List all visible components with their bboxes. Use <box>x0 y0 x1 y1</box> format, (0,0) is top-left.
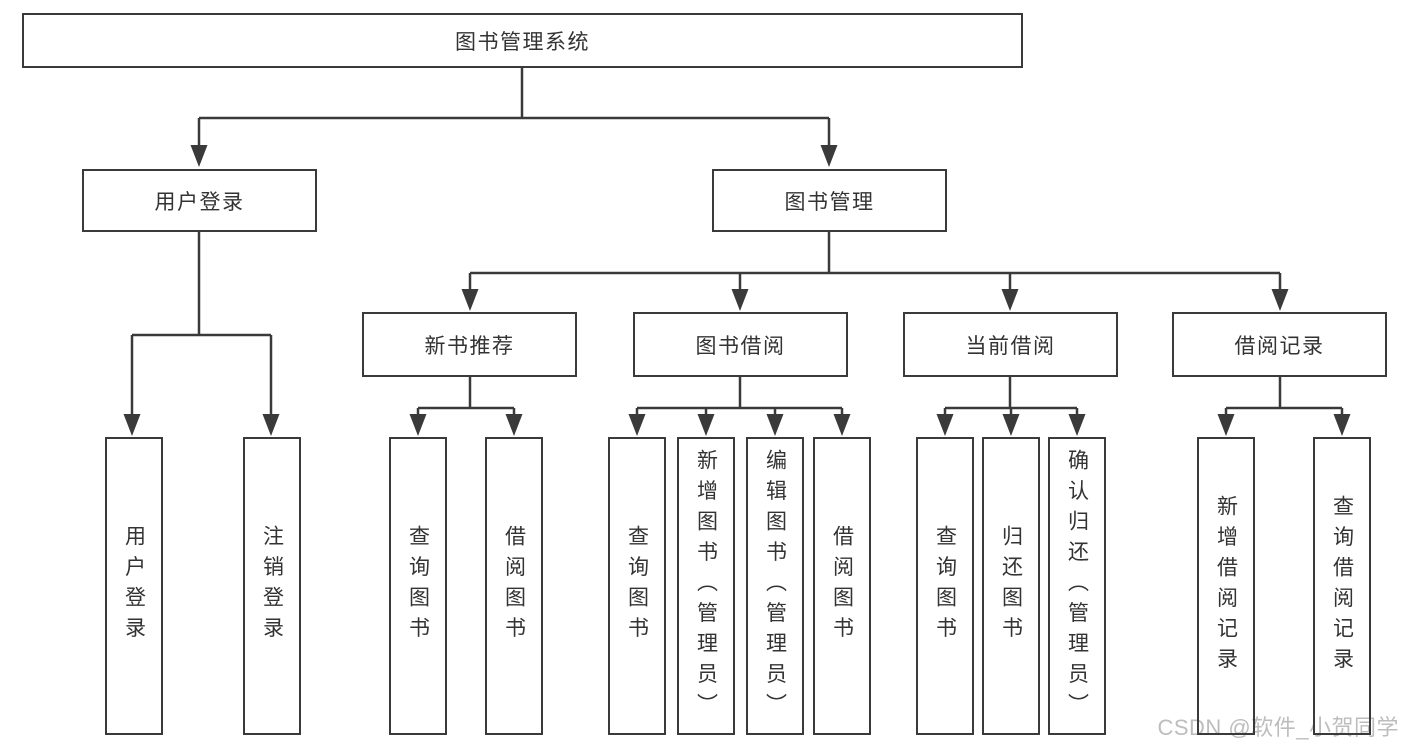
arrowhead <box>766 414 784 436</box>
leaf-return-books: 归还图书 <box>982 437 1040 735</box>
leaf-logout: 注销登录 <box>243 437 301 735</box>
leaf-user-login: 用户登录 <box>105 437 163 735</box>
arrowhead <box>1002 414 1020 436</box>
csdn-watermark: CSDN @软件_小贺同学 <box>1157 715 1399 740</box>
leaf-add-borrowing-record: 新增借阅记录 <box>1197 437 1255 735</box>
leaf-query-books-current: 查询图书 <box>916 437 974 735</box>
node-library-management-system: 图书管理系统 <box>22 13 1023 68</box>
arrowhead <box>731 289 749 311</box>
arrowhead <box>123 414 141 436</box>
leaf-query-borrowing-record: 查询借阅记录 <box>1313 437 1371 735</box>
arrowhead <box>1217 414 1235 436</box>
leaf-confirm-return-admin: 确认归还（管理员） <box>1048 437 1106 735</box>
arrowhead <box>936 414 954 436</box>
leaf-add-book-admin: 新增图书（管理员） <box>677 437 735 735</box>
node-book-borrowing: 图书借阅 <box>633 312 848 377</box>
arrowhead <box>820 145 838 167</box>
arrowhead <box>1001 289 1019 311</box>
leaf-borrow-books: 借阅图书 <box>813 437 871 735</box>
node-new-book-recommendation: 新书推荐 <box>362 312 577 377</box>
node-book-management: 图书管理 <box>712 169 947 232</box>
leaf-borrow-books-recommend: 借阅图书 <box>485 437 543 735</box>
arrowhead <box>833 414 851 436</box>
leaf-query-books-recommend: 查询图书 <box>389 437 447 735</box>
arrowhead <box>505 414 523 436</box>
leaf-edit-book-admin: 编辑图书（管理员） <box>746 437 804 735</box>
node-borrowing-records: 借阅记录 <box>1172 312 1387 377</box>
arrowhead <box>461 289 479 311</box>
arrowhead <box>1271 289 1289 311</box>
node-current-borrowing: 当前借阅 <box>903 312 1118 377</box>
arrowhead <box>697 414 715 436</box>
arrowhead <box>628 414 646 436</box>
arrowhead <box>262 414 280 436</box>
arrowhead <box>409 414 427 436</box>
arrowhead <box>190 145 208 167</box>
arrowhead <box>1333 414 1351 436</box>
node-user-login: 用户登录 <box>82 169 317 232</box>
arrowhead <box>1068 414 1086 436</box>
leaf-query-books-borrowing: 查询图书 <box>608 437 666 735</box>
